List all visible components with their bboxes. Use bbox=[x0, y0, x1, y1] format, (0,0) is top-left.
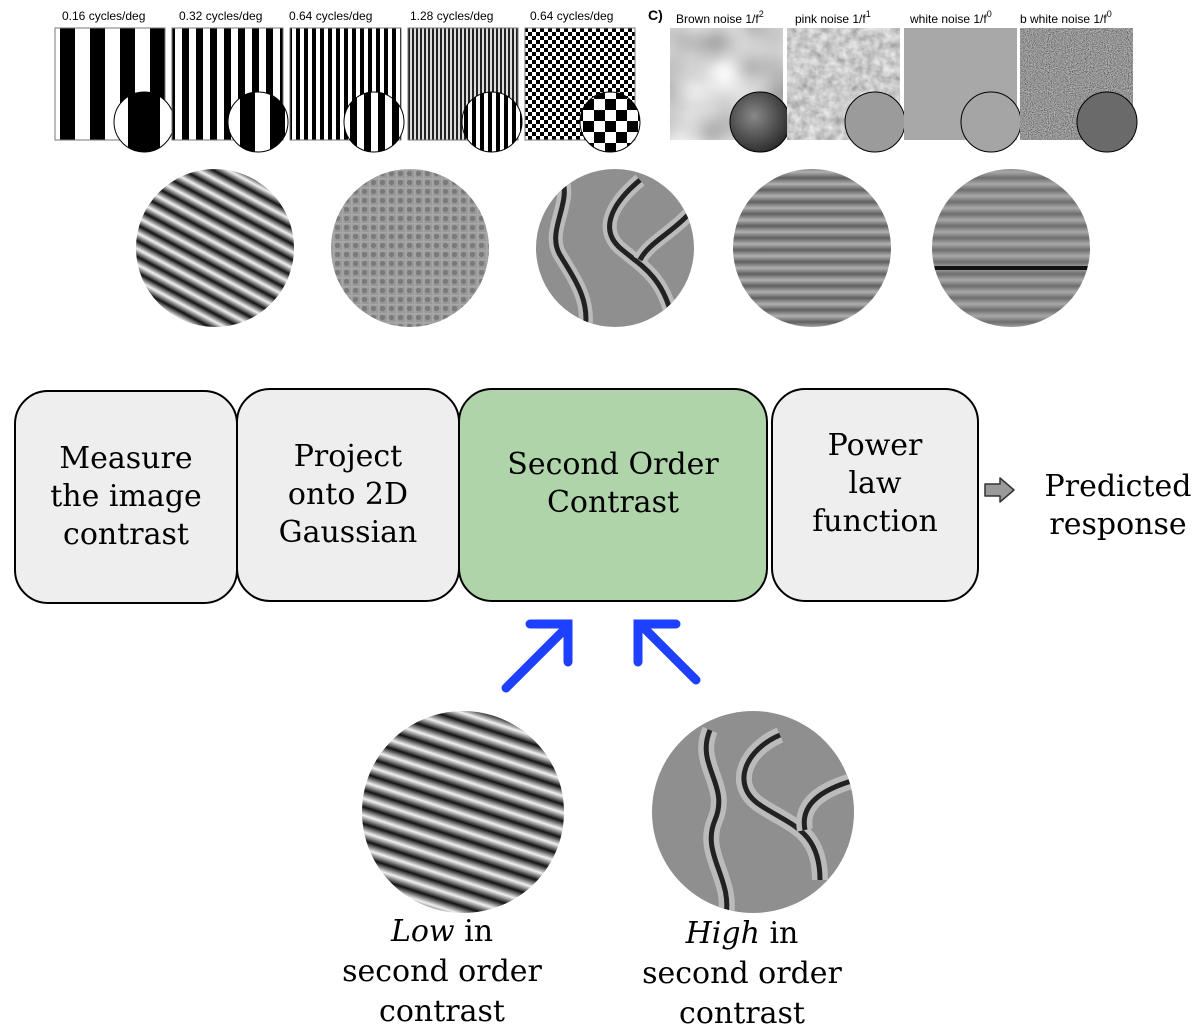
arrow-low-contrast-icon bbox=[501, 619, 573, 693]
horizontal-grating-stimulus bbox=[733, 169, 891, 327]
plaid-panel bbox=[524, 27, 641, 153]
stimulus-panels bbox=[54, 27, 1138, 153]
caption-high: High in second order contrast bbox=[642, 916, 842, 1031]
caption-low: Low in second order contrast bbox=[342, 914, 542, 1029]
grating-label-2: 0.32 cycles/deg bbox=[179, 9, 263, 23]
noise-label-bwhite: b white noise 1/f0 bbox=[1020, 9, 1112, 26]
example-stimuli bbox=[362, 711, 854, 913]
noise-label-pink: pink noise 1/f1 bbox=[795, 9, 871, 26]
low-second-order-stimulus bbox=[362, 711, 564, 913]
high-second-order-stimulus bbox=[652, 711, 854, 913]
panel-letter-c: C) bbox=[648, 7, 663, 23]
brown-noise-panel bbox=[670, 28, 791, 153]
white-noise-panel bbox=[904, 28, 1022, 153]
arrow-high-contrast-icon bbox=[633, 619, 701, 685]
grating-panel-2 bbox=[171, 27, 289, 153]
stimulus-row bbox=[136, 169, 1090, 327]
grating-label-4: 1.28 cycles/deg bbox=[410, 9, 494, 23]
input-arrows bbox=[501, 619, 701, 693]
plaid-stimulus bbox=[331, 169, 489, 327]
grating-panel-4 bbox=[407, 27, 523, 153]
noise-label-white: white noise 1/f0 bbox=[910, 9, 992, 26]
noise-label-brown: Brown noise 1/f2 bbox=[676, 9, 764, 26]
grating-panel-3 bbox=[289, 27, 405, 153]
contour-stimulus bbox=[536, 169, 694, 327]
grating-panel-1 bbox=[54, 27, 175, 153]
bwhite-noise-panel bbox=[1020, 28, 1138, 153]
horizontal-grating-edge-stimulus bbox=[932, 169, 1090, 327]
grating-label-1: 0.16 cycles/deg bbox=[62, 9, 146, 23]
output-arrow-icon bbox=[984, 477, 1015, 503]
grating-label-3: 0.64 cycles/deg bbox=[289, 9, 373, 23]
pink-noise-panel bbox=[787, 28, 906, 153]
oriented-grating-stimulus bbox=[136, 169, 294, 327]
grating-label-5: 0.64 cycles/deg bbox=[530, 9, 614, 23]
